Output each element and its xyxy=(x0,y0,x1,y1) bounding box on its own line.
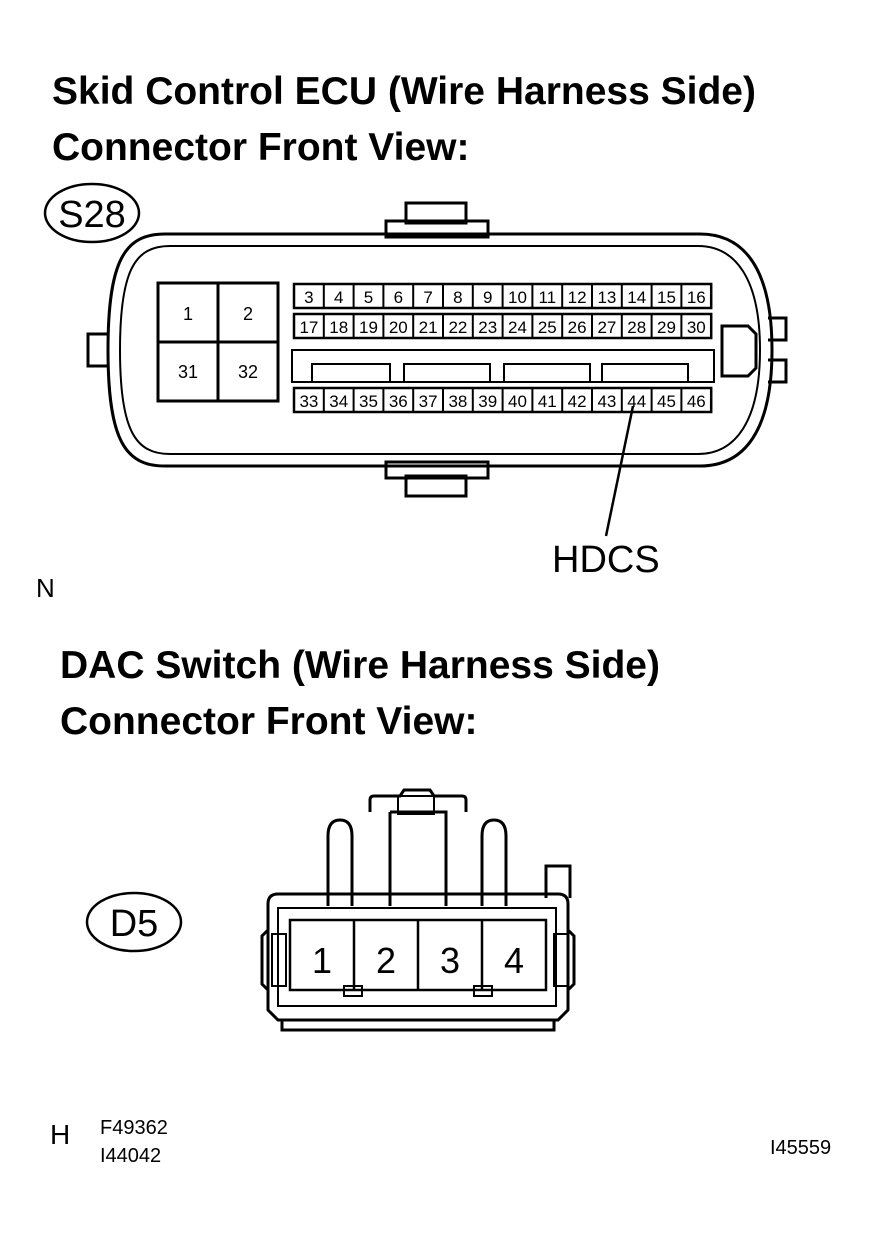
pin-40-label: 40 xyxy=(508,392,527,411)
marker-n: N xyxy=(36,573,55,603)
dac-title-line1: DAC Switch (Wire Harness Side) xyxy=(60,644,660,687)
ecu-large-pin-block: 1 2 31 32 xyxy=(156,281,280,403)
pin-2-label: 2 xyxy=(243,304,253,324)
pin-42-label: 42 xyxy=(568,392,587,411)
pin-27-label: 27 xyxy=(597,318,616,337)
ecu-pin-row-middle: 17 18 19 20 21 22 23 24 25 26 27 28 29 30 xyxy=(292,312,713,340)
ecu-connector-code: S28 xyxy=(58,194,126,236)
pin-8-label: 8 xyxy=(453,288,462,307)
pin-9-label: 9 xyxy=(483,288,492,307)
pin-44-label: 44 xyxy=(627,392,646,411)
pin-17-label: 17 xyxy=(299,318,318,337)
pin-7-label: 7 xyxy=(423,288,432,307)
ecu-title-line2: Connector Front View: xyxy=(52,126,470,169)
pin-19-label: 19 xyxy=(359,318,378,337)
pin-23-label: 23 xyxy=(478,318,497,337)
pin-33-label: 33 xyxy=(299,392,318,411)
pin-15-label: 15 xyxy=(657,288,676,307)
pin-22-label: 22 xyxy=(448,318,467,337)
pin-3-label: 3 xyxy=(304,288,313,307)
marker-h: H xyxy=(50,1119,71,1150)
pin-16-label: 16 xyxy=(687,288,706,307)
pin-45-label: 45 xyxy=(657,392,676,411)
pin-39-label: 39 xyxy=(478,392,497,411)
pin-24-label: 24 xyxy=(508,318,527,337)
pin-4-label: 4 xyxy=(334,288,343,307)
pin-38-label: 38 xyxy=(448,392,467,411)
hdcs-callout-label: HDCS xyxy=(552,539,660,581)
pin-35-label: 35 xyxy=(359,392,378,411)
pin-5-label: 5 xyxy=(364,288,373,307)
pin-36-label: 36 xyxy=(389,392,408,411)
pin-20-label: 20 xyxy=(389,318,408,337)
pin-46-label: 46 xyxy=(687,392,706,411)
dac-title-line2: Connector Front View: xyxy=(60,700,478,743)
pin-12-label: 12 xyxy=(568,288,587,307)
ecu-connector-housing xyxy=(86,201,788,498)
pin-34-label: 34 xyxy=(329,392,348,411)
pin-25-label: 25 xyxy=(538,318,557,337)
pin-18-label: 18 xyxy=(329,318,348,337)
ecu-pin-row-lower: 33 34 35 36 37 38 39 40 41 42 43 44 45 46 xyxy=(292,386,713,414)
figure-ref-2: I44042 xyxy=(100,1145,162,1167)
pin-21-label: 21 xyxy=(419,318,438,337)
pin-29-label: 29 xyxy=(657,318,676,337)
ecu-connector-code-badge: S28 xyxy=(43,182,141,244)
pin-14-label: 14 xyxy=(627,288,646,307)
pin-41-label: 41 xyxy=(538,392,557,411)
pin-26-label: 26 xyxy=(568,318,587,337)
pin-32-label: 32 xyxy=(238,362,258,382)
pin-31-label: 31 xyxy=(178,362,198,382)
ecu-title-line1: Skid Control ECU (Wire Harness Side) xyxy=(52,70,756,113)
pin-43-label: 43 xyxy=(597,392,616,411)
pin-13-label: 13 xyxy=(597,288,616,307)
pin-30-label: 30 xyxy=(687,318,706,337)
figure-ref-3: I45559 xyxy=(770,1137,832,1159)
pin-37-label: 37 xyxy=(419,392,438,411)
pin-10-label: 10 xyxy=(508,288,527,307)
hdcs-leader-line xyxy=(604,405,635,537)
pin-6-label: 6 xyxy=(394,288,403,307)
pin-11-label: 11 xyxy=(538,288,556,307)
pin-28-label: 28 xyxy=(627,318,646,337)
ecu-pin-row-upper: 3 4 5 6 7 8 9 10 11 12 13 14 15 16 xyxy=(292,282,713,310)
figure-ref-1: F49362 xyxy=(100,1117,168,1139)
pin-1-label: 1 xyxy=(183,304,193,324)
